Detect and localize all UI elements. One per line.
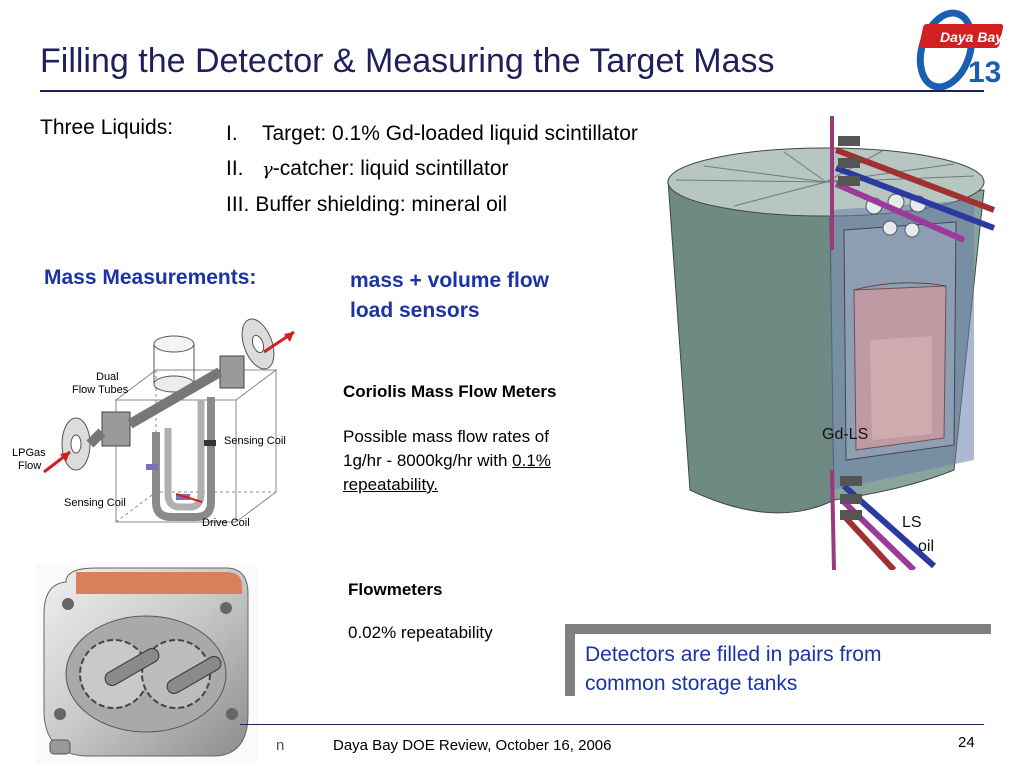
list-number: III. [226, 193, 250, 216]
page-number: 24 [958, 734, 975, 751]
diagram-label: Flow [18, 460, 41, 472]
diagram-label: Dual [96, 371, 119, 383]
flowmeters-description: 0.02% repeatability [348, 623, 493, 642]
diagram-label: LPGas [12, 447, 46, 459]
list-text: Buffer shielding: mineral oil [255, 193, 508, 216]
ls-label: LS [902, 514, 922, 531]
mass-measurements-value: mass + volume flow load sensors [350, 266, 650, 326]
detector-tank-drawing [667, 116, 996, 570]
flowmeters-heading: Flowmeters [348, 580, 443, 599]
footer-fragment: n [276, 737, 285, 754]
list-number: I. [226, 122, 238, 145]
footer-text: Daya Bay DOE Review, October 16, 2006 [333, 737, 612, 754]
mass-value-line: mass + volume flow [350, 269, 549, 292]
logo-sub-text: 13 [968, 56, 1001, 89]
oil-label: oil [918, 538, 935, 555]
list-text: -catcher: liquid scintillator [272, 157, 509, 180]
diagram-label: Sensing Coil [64, 497, 126, 509]
gamma-symbol: γ [262, 159, 273, 180]
callout-line: common storage tanks [585, 672, 798, 695]
gd-ls-label: Gd-LS [822, 426, 869, 443]
footer-divider [240, 724, 984, 725]
gear-flowmeter-photo [36, 564, 258, 764]
list-item: I. Target: 0.1% Gd-loaded liquid scintill… [226, 116, 638, 151]
three-liquids-label: Three Liquids: [40, 116, 174, 139]
list-text: Target: 0.1% Gd-loaded liquid scintillat… [262, 122, 638, 145]
daya-bay-theta13-logo: Daya Bay 13 [916, 9, 1004, 90]
title-divider [40, 90, 984, 92]
coriolis-description: Possible mass flow rates of 1g/hr - 8000… [343, 425, 643, 497]
diagram-label: Flow Tubes [72, 384, 129, 396]
list-number: II. [226, 157, 244, 180]
coriolis-flow-meter-diagram: Dual Flow Tubes LPGas Flow Sensing Coil … [12, 318, 295, 529]
diagram-label: Sensing Coil [224, 435, 286, 447]
mass-measurements-label: Mass Measurements: [44, 266, 257, 289]
coriolis-heading: Coriolis Mass Flow Meters [343, 382, 557, 401]
callout-line: Detectors are filled in pairs from [585, 643, 882, 666]
coriolis-text: Possible mass flow rates of [343, 427, 549, 446]
slide-title: Filling the Detector & Measuring the Tar… [40, 42, 775, 80]
diagram-label: Drive Coil [202, 517, 250, 529]
coriolis-text-underlined: 0.1% [512, 451, 551, 470]
liquids-list: I. Target: 0.1% Gd-loaded liquid scintill… [226, 116, 638, 222]
coriolis-text-underlined: repeatability. [343, 475, 439, 494]
logo-text: Daya Bay [940, 29, 1004, 45]
mass-value-line: load sensors [350, 299, 480, 322]
list-item: III.Buffer shielding: mineral oil [226, 187, 638, 222]
coriolis-text: 1g/hr - 8000kg/hr with [343, 451, 513, 470]
callout-box: Detectors are filled in pairs from commo… [575, 634, 991, 700]
list-item: II. γ-catcher: liquid scintillator [226, 151, 638, 187]
